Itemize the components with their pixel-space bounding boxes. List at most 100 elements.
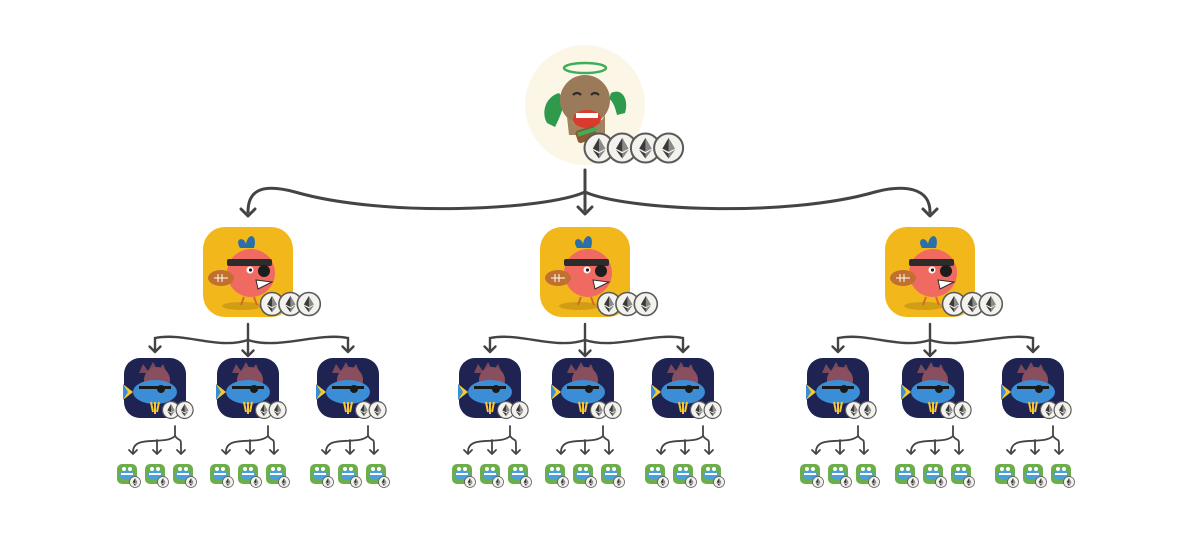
arrow-head xyxy=(906,449,916,455)
coin-stack xyxy=(278,476,290,488)
arrow-head xyxy=(152,449,162,455)
arrow-head xyxy=(176,449,186,455)
arrow-head xyxy=(1054,449,1064,455)
connector-line xyxy=(153,335,250,352)
arrow-head xyxy=(921,207,939,218)
coin-stack xyxy=(496,400,529,420)
arrow-head xyxy=(835,449,845,455)
ethereum-coin-icon xyxy=(713,476,725,488)
connector-arrows xyxy=(128,168,1064,455)
arrow-head xyxy=(954,449,964,455)
coin-stack xyxy=(1039,400,1072,420)
arrow-head xyxy=(239,207,257,218)
coin-stack xyxy=(378,476,390,488)
arrow-head xyxy=(245,449,255,455)
ethereum-coin-icon xyxy=(185,476,197,488)
ethereum-coin-icon xyxy=(935,476,947,488)
coin-stack xyxy=(1063,476,1075,488)
coin-stack xyxy=(250,476,262,488)
arrow-head xyxy=(704,449,714,455)
ethereum-coin-icon xyxy=(322,476,334,488)
arrow-head xyxy=(923,349,937,358)
arrow-head xyxy=(369,449,379,455)
connector-line xyxy=(174,435,182,453)
arrow-head xyxy=(487,449,497,455)
arrow-head xyxy=(269,449,279,455)
connector-line xyxy=(1010,425,1054,453)
arrow-head xyxy=(241,349,255,358)
coin-stack xyxy=(557,476,569,488)
coin-stack xyxy=(613,476,625,488)
arrow-head xyxy=(656,449,666,455)
ethereum-coin-icon xyxy=(250,476,262,488)
ethereum-coin-icon xyxy=(350,476,362,488)
ethereum-coin-icon xyxy=(653,132,685,164)
coin-stack xyxy=(907,476,919,488)
arrow-head xyxy=(831,345,845,354)
coin-stack xyxy=(492,476,504,488)
coin-stack xyxy=(963,476,975,488)
ethereum-coin-icon xyxy=(268,400,287,420)
ethereum-coin-icon xyxy=(1035,476,1047,488)
connector-line xyxy=(910,425,954,453)
ethereum-coin-icon xyxy=(657,476,669,488)
connector-line xyxy=(583,186,932,214)
coin-stack xyxy=(844,400,877,420)
ethereum-coin-icon xyxy=(840,476,852,488)
ethereum-coin-icon xyxy=(492,476,504,488)
coin-stack xyxy=(1007,476,1019,488)
ethereum-coin-icon xyxy=(812,476,824,488)
ethereum-coin-icon xyxy=(557,476,569,488)
coin-stack xyxy=(520,476,532,488)
arrow-head xyxy=(483,345,497,354)
coin-stack xyxy=(812,476,824,488)
coin-stack xyxy=(689,400,722,420)
coin-stack xyxy=(129,476,141,488)
arrow-head xyxy=(580,449,590,455)
ethereum-coin-icon xyxy=(703,400,722,420)
coin-stack xyxy=(585,476,597,488)
connector-line xyxy=(602,435,610,453)
connector-line xyxy=(325,425,369,453)
connector-line xyxy=(857,435,865,453)
arrow-head xyxy=(556,449,566,455)
coin-stack xyxy=(354,400,387,420)
ethereum-coin-icon xyxy=(858,400,877,420)
arrow-head xyxy=(680,449,690,455)
coin-stack xyxy=(589,400,622,420)
ethereum-coin-icon xyxy=(868,476,880,488)
ethereum-coin-icon xyxy=(953,400,972,420)
connector-line xyxy=(836,335,932,352)
coin-stack xyxy=(185,476,197,488)
ethereum-coin-icon xyxy=(464,476,476,488)
arrow-head xyxy=(148,345,162,354)
coin-stack xyxy=(868,476,880,488)
arrow-head xyxy=(578,349,592,358)
connector-line xyxy=(928,335,1035,352)
ethereum-coin-icon xyxy=(585,476,597,488)
connector-line xyxy=(660,425,704,453)
ethereum-coin-icon xyxy=(907,476,919,488)
arrow-head xyxy=(463,449,473,455)
connector-line xyxy=(367,435,375,453)
connector-line xyxy=(952,435,960,453)
ethereum-coin-icon xyxy=(978,291,1004,317)
ethereum-coin-icon xyxy=(1053,400,1072,420)
connector-line xyxy=(246,335,350,352)
ethereum-coin-icon xyxy=(378,476,390,488)
coin-stack xyxy=(939,400,972,420)
arrow-head xyxy=(128,449,138,455)
connector-line xyxy=(509,435,517,453)
tree-nodes xyxy=(117,43,1075,488)
coin-stack xyxy=(157,476,169,488)
arrow-head xyxy=(859,449,869,455)
arrow-head xyxy=(341,345,355,354)
coin-stack xyxy=(657,476,669,488)
coin-stack xyxy=(464,476,476,488)
connector-line xyxy=(246,186,587,214)
connector-line xyxy=(225,425,269,453)
arrow-head xyxy=(1006,449,1016,455)
coin-stack xyxy=(583,132,685,164)
ethereum-coin-icon xyxy=(685,476,697,488)
